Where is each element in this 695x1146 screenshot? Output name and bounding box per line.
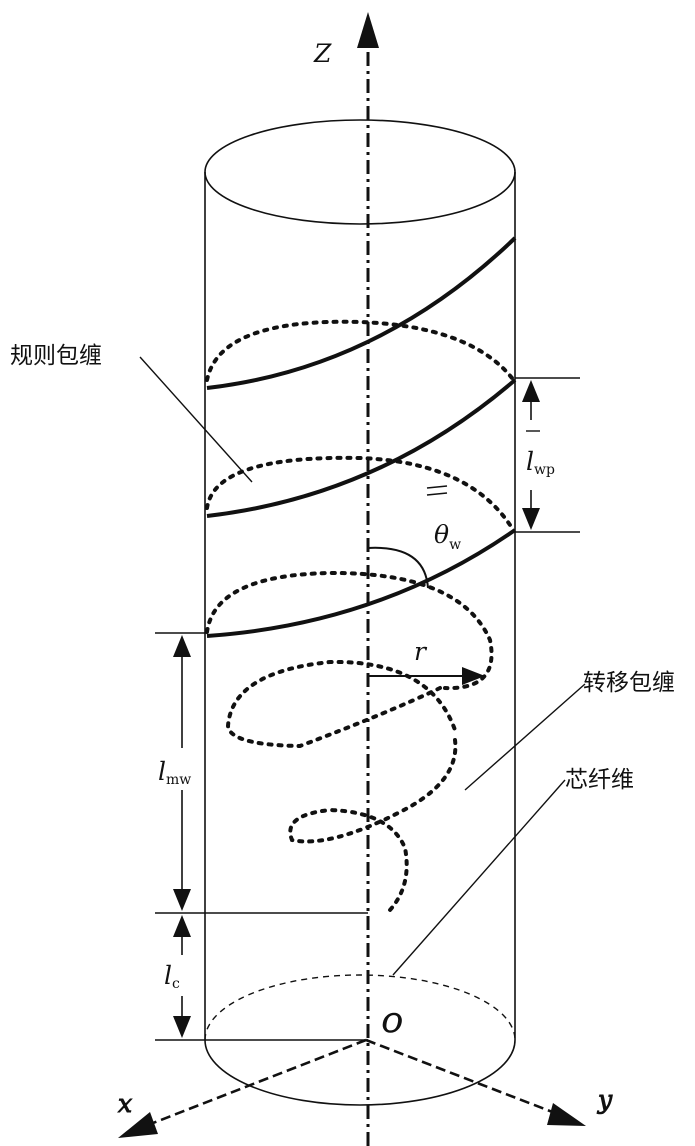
callouts: 规则包缠 转移包缠 芯纤维 [10, 343, 675, 976]
cylinder-bottom-back-dashed [204, 974, 516, 1041]
cylinder-bottom-front [204, 1039, 516, 1106]
l-wp-arrow-up [522, 380, 540, 402]
theta-angle: θw [367, 485, 461, 589]
dimension-l-wp: lwp [515, 377, 580, 533]
core-fiber-leader [392, 779, 566, 976]
regular-wrap-front [206, 236, 517, 638]
theta-bar-2 [426, 492, 448, 496]
y-axis-label: y [597, 1085, 613, 1114]
y-axis-line [365, 1038, 569, 1120]
radius: r [368, 637, 485, 685]
regular-wrap-back [205, 319, 514, 530]
l-mw-label: lmw [158, 757, 191, 788]
l-wp-label: lwp [526, 447, 555, 478]
radius-label: r [414, 637, 428, 666]
dimension-l-c: lc [155, 915, 368, 1041]
transfer-loop-1 [205, 570, 494, 691]
theta-label: θw [434, 520, 461, 553]
transfer-loop-3 [288, 738, 458, 912]
regular-wrap-label: 规则包缠 [10, 343, 102, 369]
z-axis-arrowhead [357, 12, 379, 48]
transfer-loop-2 [225, 659, 457, 749]
helix-front-3 [206, 528, 517, 638]
base-axes: x y O [118, 1009, 614, 1138]
cylinder [204, 119, 516, 1106]
helix-front-2 [206, 378, 517, 518]
z-axis-label: Z [313, 39, 332, 68]
l-c-label: lc [164, 961, 180, 992]
transfer-wrap-leader [464, 683, 586, 791]
z-axis: Z [313, 12, 379, 1146]
l-c-arrow-up [173, 915, 191, 937]
theta-arc [367, 546, 429, 589]
l-mw-arrow-up [173, 635, 191, 657]
radius-arrowhead [462, 667, 485, 685]
l-c-arrow-down [173, 1016, 191, 1038]
core-fiber-label: 芯纤维 [565, 767, 634, 793]
x-axis-line [129, 1038, 367, 1134]
cylinder-top-ellipse [204, 119, 516, 225]
x-axis-arrowhead [118, 1112, 158, 1138]
l-mw-arrow-down [173, 889, 191, 911]
theta-bar-1 [426, 485, 448, 489]
x-axis-label: x [118, 1089, 132, 1118]
regular-wrap-leader [139, 356, 253, 483]
helix-back-2 [205, 455, 514, 530]
transfer-wrap [205, 570, 494, 912]
transfer-wrap-label: 转移包缠 [583, 670, 675, 696]
origin-label: O [382, 1009, 403, 1038]
helix-back-1 [205, 319, 514, 382]
l-wp-arrow-down [522, 508, 540, 530]
dimension-l-mw: lmw [155, 632, 368, 914]
helix-front-1 [206, 236, 517, 390]
y-axis-arrowhead [547, 1103, 586, 1126]
